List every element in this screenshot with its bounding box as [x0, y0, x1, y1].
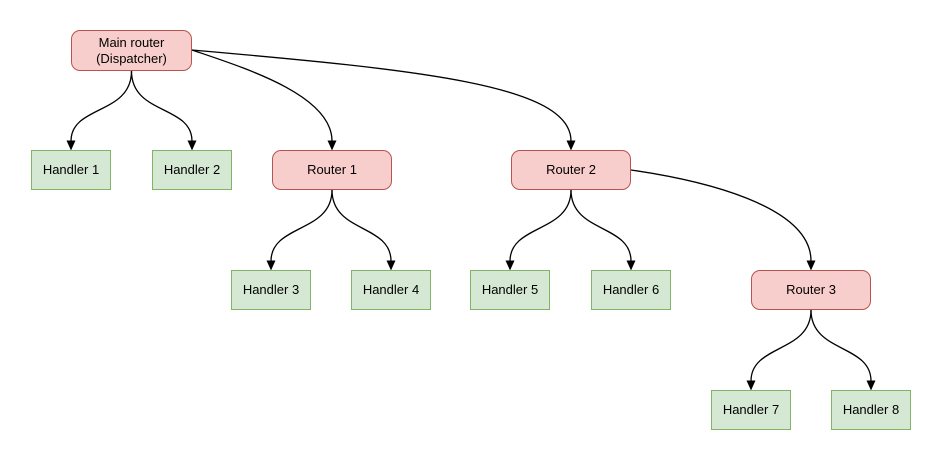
node-handler-7: Handler 7 [711, 390, 791, 430]
edge-main-to-handler1 [66, 70, 133, 151]
edge-router3-to-handler7 [746, 309, 812, 391]
node-handler-1-label: Handler 1 [42, 162, 100, 177]
edge-main-to-handler2 [130, 70, 197, 151]
node-router-1: Router 1 [272, 150, 392, 190]
node-main-router: Main router (Dispatcher) [71, 30, 192, 71]
node-handler-8: Handler 8 [831, 390, 911, 430]
node-router-2: Router 2 [511, 150, 631, 190]
edge-router2-to-handler6 [570, 189, 636, 271]
node-handler-5-label: Handler 5 [481, 282, 539, 297]
node-handler-1: Handler 1 [31, 150, 111, 190]
node-handler-3-label: Handler 3 [242, 282, 300, 297]
node-router-2-label: Router 2 [546, 162, 596, 177]
edge-main-to-router2 [191, 49, 576, 151]
edge-router1-to-handler3 [266, 189, 333, 271]
edge-router1-to-handler4 [331, 189, 396, 271]
node-handler-5: Handler 5 [470, 270, 550, 310]
edge-router3-to-handler8 [810, 309, 876, 391]
node-handler-6-label: Handler 6 [602, 282, 660, 297]
node-router-3: Router 3 [751, 270, 871, 310]
node-handler-2: Handler 2 [152, 150, 232, 190]
node-router-1-label: Router 1 [307, 162, 357, 177]
edge-main-to-router1 [191, 49, 337, 151]
node-handler-4: Handler 4 [351, 270, 431, 310]
node-handler-2-label: Handler 2 [163, 162, 221, 177]
node-handler-8-label: Handler 8 [842, 402, 900, 417]
edge-router2-to-router3 [630, 169, 816, 271]
node-handler-7-label: Handler 7 [722, 402, 780, 417]
node-handler-6: Handler 6 [591, 270, 671, 310]
node-router-3-label: Router 3 [786, 282, 836, 297]
edge-router2-to-handler5 [505, 189, 572, 271]
node-handler-3: Handler 3 [231, 270, 311, 310]
node-handler-4-label: Handler 4 [362, 282, 420, 297]
node-main-router-label: Main router (Dispatcher) [96, 34, 167, 66]
